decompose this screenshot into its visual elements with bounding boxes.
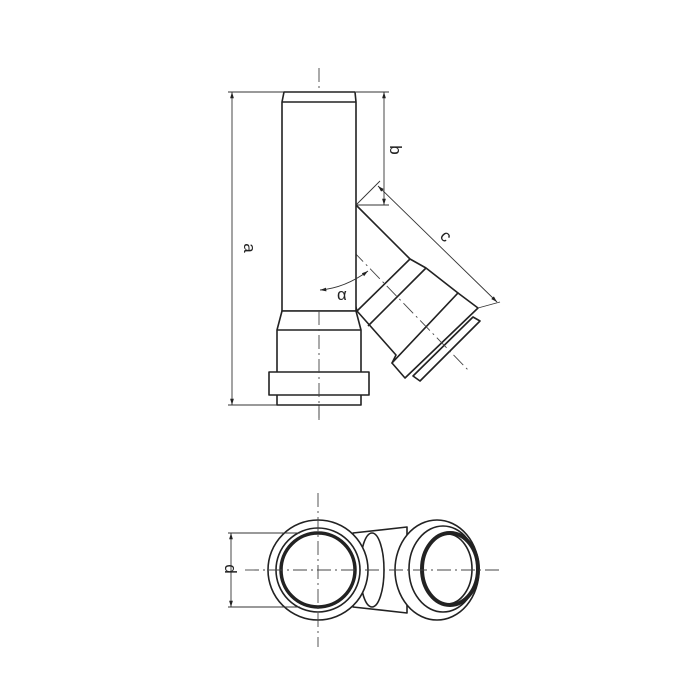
extension-line bbox=[477, 301, 501, 309]
dimension-a-label: a bbox=[240, 243, 259, 253]
dimension-c-label: c bbox=[436, 226, 456, 246]
branch-collar bbox=[391, 292, 479, 379]
dimension-b-label: b bbox=[386, 145, 405, 154]
branch-bore bbox=[421, 533, 473, 605]
dimension-d-label: d bbox=[221, 564, 240, 573]
angle-alpha-arc bbox=[319, 270, 369, 292]
dimension-c-line bbox=[377, 185, 498, 303]
branch-rim bbox=[412, 316, 481, 382]
side-view: a b c α bbox=[228, 68, 501, 420]
spigot bbox=[281, 91, 357, 312]
main-pipe bbox=[268, 91, 370, 406]
top-view: d bbox=[221, 493, 500, 647]
angle-alpha-label: α bbox=[337, 285, 347, 304]
extension-line bbox=[355, 180, 381, 206]
